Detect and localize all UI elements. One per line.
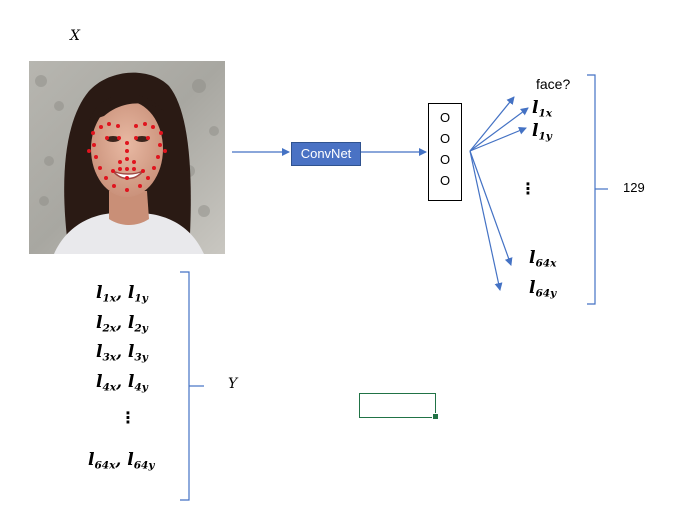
- output-bracket: [587, 74, 596, 305]
- arrow-to-l1x: [469, 107, 529, 152]
- output-l1x: l1x: [532, 98, 553, 120]
- network-node: O: [439, 152, 451, 167]
- network-node: O: [439, 110, 451, 125]
- face-question-label: face?: [536, 76, 571, 92]
- brackets: [180, 74, 608, 501]
- input-label-x: X: [70, 28, 80, 44]
- output-ellipsis: ⋮: [520, 179, 536, 198]
- y-row: l4x, l4y: [96, 372, 148, 394]
- arrow-to-l64x: [469, 150, 513, 266]
- network-node: O: [439, 131, 451, 146]
- selected-cell[interactable]: [359, 393, 436, 418]
- output-label-y: Y: [228, 376, 238, 392]
- arrow-to-l1y: [469, 126, 527, 152]
- face-image: [29, 61, 225, 254]
- output-l1y: l1y: [532, 121, 552, 143]
- shirt: [54, 212, 204, 254]
- output-l64y: l64y: [529, 278, 557, 300]
- fill-handle[interactable]: [432, 413, 439, 420]
- convnet-box: ConvNet: [291, 142, 361, 166]
- arrow-to-face: [469, 96, 515, 152]
- network-output-box: O O O O: [428, 103, 462, 201]
- face-photo-svg: [29, 61, 225, 254]
- landmark-points: [87, 122, 167, 192]
- y-row: l1x, l1y: [96, 283, 148, 305]
- y-row: l2x, l2y: [96, 313, 148, 335]
- y-row: l3x, l3y: [96, 342, 148, 364]
- bangs: [89, 93, 164, 121]
- y-bracket: [180, 271, 190, 501]
- y-ellipsis: ⋮: [120, 408, 136, 427]
- y-row: l64x, l64y: [88, 450, 155, 472]
- arrows: [232, 96, 529, 291]
- output-count: 129: [623, 180, 645, 195]
- neck: [109, 191, 149, 225]
- output-l64x: l64x: [529, 248, 557, 270]
- arrow-to-l64y: [469, 150, 503, 291]
- network-node: O: [439, 173, 451, 188]
